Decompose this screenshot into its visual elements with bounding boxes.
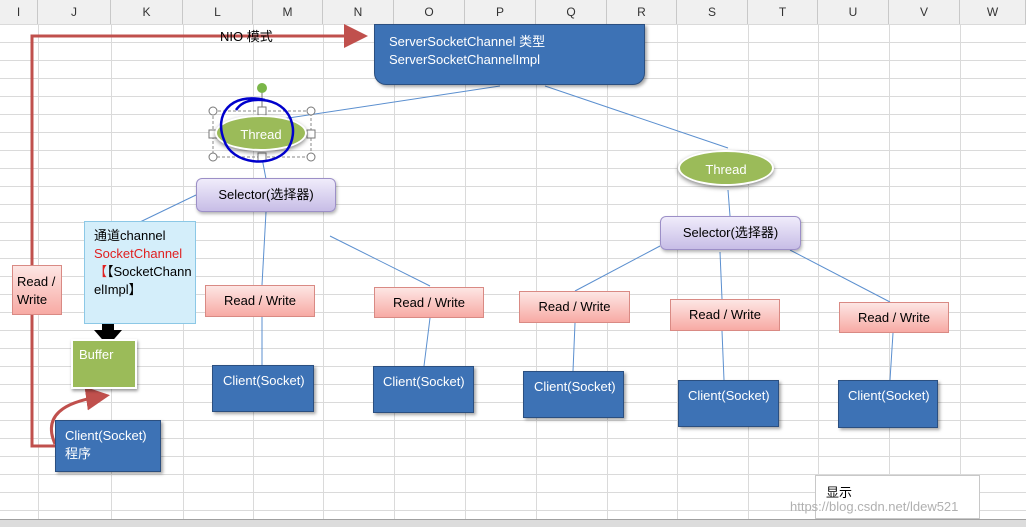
resize-handle: [257, 106, 267, 116]
grid-line: [394, 24, 395, 519]
resize-handle: [257, 152, 267, 162]
resize-handle: [208, 152, 218, 162]
bracket-open: 【: [94, 264, 108, 279]
server-socket-channel-box[interactable]: ServerSocketChannel 类型 ServerSocketChann…: [374, 24, 645, 85]
resize-handle: [306, 129, 316, 139]
grid-line: [465, 24, 466, 519]
grid-line: [536, 24, 537, 519]
channel-line-2: SocketChannel: [94, 246, 183, 261]
read-write-left-line-2: Write: [17, 292, 48, 307]
client-program-line-1: Client(Socket): [65, 428, 147, 443]
thread-ellipse[interactable]: Thread: [215, 115, 307, 151]
grid-line: [748, 24, 749, 519]
read-write-box[interactable]: Read / Write: [205, 285, 315, 317]
red-arrow-buffer: [49, 386, 110, 445]
column-header[interactable]: P: [465, 0, 536, 24]
client-socket-box[interactable]: Client(Socket): [373, 366, 474, 413]
grid-line: [960, 24, 961, 519]
resize-handle: [306, 106, 316, 116]
grid-line: [889, 24, 890, 519]
display-tooltip[interactable]: 显示: [815, 475, 980, 519]
thread-ellipse[interactable]: Thread: [678, 150, 774, 186]
grid-line: [323, 24, 324, 519]
client-program-line-2: 程序: [65, 446, 92, 461]
read-write-box[interactable]: Read / Write: [670, 299, 780, 331]
column-header[interactable]: N: [323, 0, 394, 24]
connector-line: [727, 189, 731, 217]
connector-line: [139, 194, 197, 223]
column-header[interactable]: K: [111, 0, 183, 24]
grid-line: [677, 24, 678, 519]
column-header[interactable]: M: [253, 0, 323, 24]
column-header[interactable]: R: [607, 0, 677, 24]
connector-line: [721, 330, 725, 381]
column-header-row: I J K L M N O P Q R S T U V W: [0, 0, 1026, 25]
client-socket-box[interactable]: Client(Socket): [678, 380, 779, 427]
resize-handle: [306, 152, 316, 162]
buffer-box[interactable]: Buffer: [71, 339, 137, 389]
read-write-left-box[interactable]: Read / Write: [12, 265, 62, 315]
read-write-left-line-1: Read /: [17, 274, 56, 289]
connector-line: [889, 332, 894, 381]
column-header[interactable]: L: [183, 0, 253, 24]
diagram-title: NIO 模式: [220, 29, 273, 44]
column-header[interactable]: U: [818, 0, 889, 24]
selector-box[interactable]: Selector(选择器): [196, 178, 336, 212]
client-socket-box[interactable]: Client(Socket): [838, 380, 938, 428]
connector-line: [423, 317, 431, 367]
column-header[interactable]: T: [748, 0, 818, 24]
read-write-box[interactable]: Read / Write: [519, 291, 630, 323]
channel-line-3-text: 【SocketChann: [107, 264, 192, 279]
channel-line-1: 通道channel: [94, 228, 166, 243]
read-write-box[interactable]: Read / Write: [374, 287, 484, 318]
selector-box[interactable]: Selector(选择器): [660, 216, 801, 250]
connector-line: [544, 85, 729, 149]
watermark: https://blog.csdn.net/ldew521: [790, 499, 959, 514]
connector-line: [329, 235, 431, 287]
grid-line: [607, 24, 608, 519]
column-header[interactable]: Q: [536, 0, 607, 24]
read-write-box[interactable]: Read / Write: [839, 302, 949, 333]
red-arrow-top: [30, 24, 368, 448]
channel-line-4-text: elImpl】: [94, 282, 142, 297]
connector-line: [789, 249, 891, 303]
connector-line: [261, 211, 267, 286]
column-header[interactable]: V: [889, 0, 960, 24]
grid-line: [818, 24, 819, 519]
horizontal-scrollbar[interactable]: [0, 519, 1026, 527]
column-header[interactable]: S: [677, 0, 748, 24]
client-socket-box[interactable]: Client(Socket): [523, 371, 624, 418]
server-line-2: ServerSocketChannelImpl: [389, 52, 541, 67]
column-header[interactable]: I: [0, 0, 38, 24]
connector-line: [574, 245, 661, 292]
client-socket-box[interactable]: Client(Socket): [212, 365, 314, 412]
rotate-handle: [257, 83, 267, 93]
grid-line: [253, 24, 254, 519]
channel-line-4: elImpl】: [94, 281, 186, 299]
channel-line-3: 【【SocketChann: [94, 263, 192, 281]
connector-line: [719, 251, 723, 300]
connector-line: [572, 322, 576, 372]
column-header[interactable]: J: [38, 0, 111, 24]
resize-handle: [208, 106, 218, 116]
server-line-1: ServerSocketChannel 类型: [389, 34, 546, 49]
client-program-box[interactable]: Client(Socket) 程序: [55, 420, 161, 472]
connector-line: [261, 85, 501, 123]
channel-note[interactable]: 通道channel SocketChannel 【【SocketChann el…: [84, 221, 196, 324]
column-header[interactable]: O: [394, 0, 465, 24]
